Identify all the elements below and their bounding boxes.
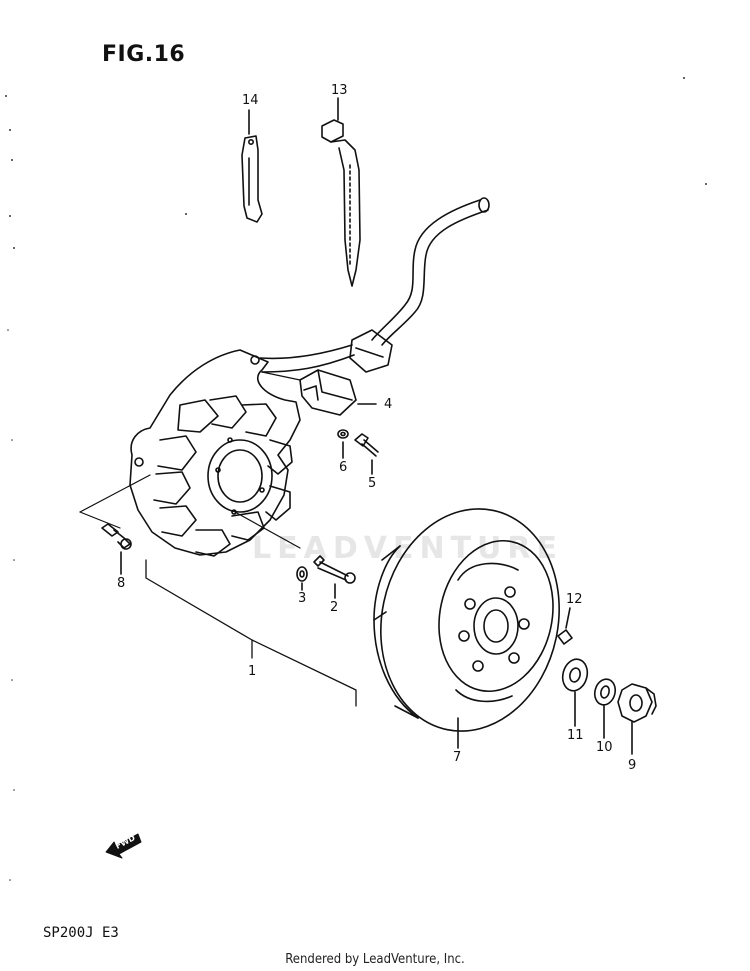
part-6-washer bbox=[337, 429, 349, 439]
callout-14: 14 bbox=[242, 93, 259, 108]
scan-specks bbox=[5, 77, 707, 881]
part-3-washer bbox=[296, 566, 308, 582]
callout-6: 6 bbox=[339, 460, 348, 475]
stator-assembly bbox=[129, 349, 301, 557]
model-code: SP200J E3 bbox=[43, 925, 119, 941]
part-5-screw bbox=[354, 433, 379, 457]
footer-credit: Rendered by LeadVenture, Inc. bbox=[285, 952, 465, 967]
callout-3: 3 bbox=[298, 591, 307, 606]
callout-5: 5 bbox=[368, 476, 377, 491]
callout-7: 7 bbox=[453, 750, 462, 765]
part-9-nut bbox=[617, 683, 657, 723]
callout-12: 12 bbox=[566, 592, 583, 607]
leader-12 bbox=[565, 607, 571, 629]
callout-8: 8 bbox=[117, 576, 126, 591]
callout-13: 13 bbox=[331, 83, 348, 98]
callout-11: 11 bbox=[567, 728, 584, 743]
part-13-cable-tie bbox=[321, 119, 361, 287]
part-14-clamp bbox=[241, 135, 263, 223]
callout-1: 1 bbox=[248, 664, 257, 679]
locator-lines bbox=[79, 371, 301, 549]
part-7-flywheel bbox=[373, 508, 560, 732]
part-12-key bbox=[557, 629, 573, 645]
part-2-screw bbox=[313, 555, 356, 584]
bracket-1 bbox=[145, 559, 357, 707]
part-8-screw bbox=[101, 523, 132, 550]
part-4-coupler bbox=[299, 369, 357, 416]
callout-9: 9 bbox=[628, 758, 637, 773]
wire-harness bbox=[259, 197, 490, 373]
forward-arrow-icon bbox=[105, 833, 142, 859]
callout-10: 10 bbox=[596, 740, 613, 755]
figure-title: FIG.16 bbox=[102, 42, 186, 67]
callout-4: 4 bbox=[384, 397, 393, 412]
part-10-lock-washer bbox=[593, 678, 617, 706]
part-11-washer bbox=[561, 658, 589, 692]
watermark: LEADVENTURE bbox=[252, 531, 563, 566]
callout-2: 2 bbox=[330, 600, 339, 615]
